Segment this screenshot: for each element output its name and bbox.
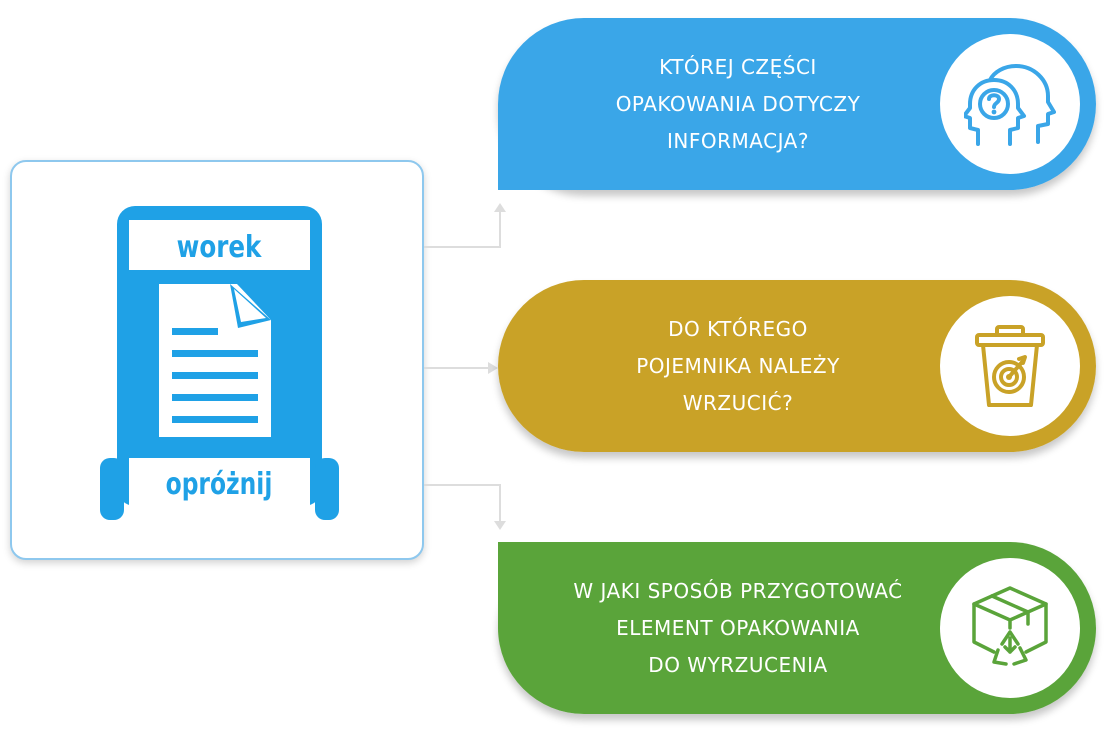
packaging-label-card: worek opróżnij xyxy=(10,160,424,560)
box-recycle-icon xyxy=(972,586,1048,666)
document-icon xyxy=(159,284,271,437)
pill-shape xyxy=(498,18,1096,190)
label-top-text: worek xyxy=(177,231,262,265)
arrowhead-right-icon xyxy=(488,362,498,374)
pill-shape xyxy=(498,280,1096,452)
bin-target-icon xyxy=(975,325,1045,407)
icon-circle xyxy=(940,296,1080,436)
icon-circle xyxy=(940,34,1080,174)
arrowhead-up-icon xyxy=(494,203,506,212)
question-pill-prepare: W JAKI SPOSÓB PRZYGOTOWAĆ ELEMENT OPAKOW… xyxy=(498,542,1096,714)
connector-bottom xyxy=(424,484,501,526)
head-question-icon xyxy=(964,64,1056,146)
label-bottom-text: opróżnij xyxy=(166,467,273,502)
pill-shape xyxy=(498,542,1096,714)
connector-top xyxy=(424,207,501,248)
trash-bin-label-graphic: worek opróżnij xyxy=(100,206,339,520)
question-text-part: KTÓREJ CZĘŚCI OPAKOWANIA DOTYCZY INFORMA… xyxy=(615,54,861,153)
arrowhead-down-icon xyxy=(494,521,506,530)
question-pill-part: KTÓREJ CZĘŚCI OPAKOWANIA DOTYCZY INFORMA… xyxy=(498,18,1096,190)
question-text-bin: DO KTÓREGO POJEMNIKA NALEŻY WRZUCIĆ? xyxy=(636,316,840,415)
question-text-prepare: W JAKI SPOSÓB PRZYGOTOWAĆ ELEMENT OPAKOW… xyxy=(573,578,903,677)
icon-circle xyxy=(940,558,1080,698)
question-pill-bin: DO KTÓREGO POJEMNIKA NALEŻY WRZUCIĆ? xyxy=(498,280,1096,452)
